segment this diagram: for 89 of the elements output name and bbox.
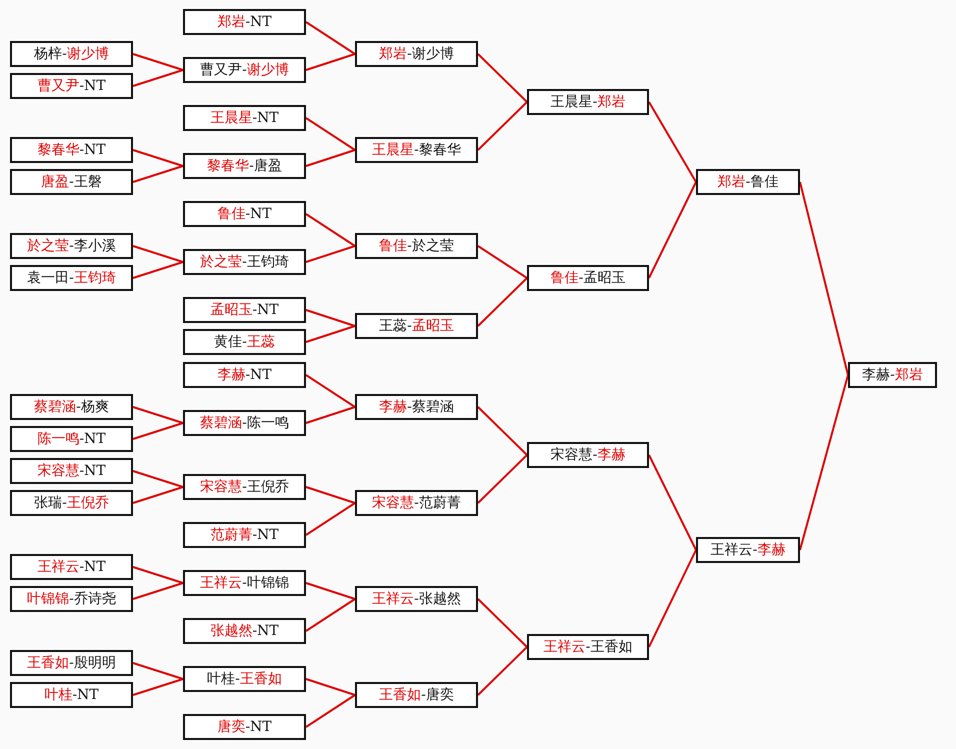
connector-line: [305, 694, 356, 728]
match-box: 王祥云-张越然: [355, 586, 478, 612]
connector-line: [477, 277, 528, 327]
connector-line: [132, 486, 184, 504]
match-box: 李赫-NT: [183, 362, 306, 388]
match-box: 孟昭玉-NT: [183, 297, 306, 323]
match-box: 郑岩-鲁佳: [696, 169, 800, 195]
match-box: 王祥云-NT: [10, 554, 133, 580]
connector-line: [477, 406, 528, 456]
connector-line: [305, 213, 356, 247]
match-box: 曹又尹-谢少博: [183, 57, 306, 83]
match-box: 王祥云-王香如: [527, 634, 649, 660]
match-box: 王祥云-叶锦锦: [183, 570, 306, 596]
match-box: 宋容慧-王倪乔: [183, 474, 306, 500]
match-box: 宋容慧-NT: [10, 458, 133, 484]
connector-line: [132, 69, 184, 87]
connector-line: [306, 149, 356, 167]
match-box: 王祥云-李赫: [696, 537, 800, 563]
connector-line: [305, 374, 356, 408]
match-box: 王香如-殷明明: [10, 650, 133, 676]
match-box: 叶桂-NT: [10, 682, 133, 708]
connector-line: [306, 325, 356, 343]
connector-line: [132, 406, 184, 424]
connector-line: [477, 245, 528, 279]
connector-line: [477, 646, 528, 696]
match-box: 鲁佳-NT: [183, 201, 306, 227]
connector-line: [648, 182, 697, 278]
match-box: 於之莹-王钧琦: [183, 249, 306, 275]
match-box: 杨梓-谢少博: [10, 41, 133, 67]
connector-line: [132, 678, 184, 696]
match-box: 张瑞-王倪乔: [10, 490, 133, 516]
connector-line: [305, 502, 356, 536]
connector-line: [305, 21, 356, 55]
match-box: 袁一田-王钧琦: [10, 265, 133, 291]
match-box: 鲁佳-孟昭玉: [527, 265, 649, 291]
match-box: 蔡碧涵-杨爽: [10, 394, 133, 420]
connector-line: [306, 245, 356, 263]
match-box: 唐奕-NT: [183, 714, 306, 740]
connector-line: [477, 598, 528, 648]
match-box: 宋容慧-范蔚菁: [355, 490, 478, 516]
connector-line: [799, 182, 849, 376]
connector-line: [306, 486, 356, 504]
connector-line: [477, 101, 528, 151]
match-box: 郑岩-NT: [183, 9, 306, 35]
connector-line: [306, 53, 356, 71]
match-box: 於之莹-李小溪: [10, 233, 133, 259]
connector-line: [132, 582, 184, 600]
match-box: 唐盈-王磐: [10, 169, 133, 195]
match-box: 宋容慧-李赫: [527, 442, 649, 468]
match-box: 王晨星-NT: [183, 105, 306, 131]
connector-line: [306, 678, 356, 696]
connector-line: [477, 454, 528, 504]
match-box: 黎春华-NT: [10, 137, 133, 163]
match-box: 张越然-NT: [183, 618, 306, 644]
connector-line: [799, 374, 849, 550]
match-box: 黎春华-唐盈: [183, 153, 306, 179]
match-box: 陈一鸣-NT: [10, 426, 133, 452]
match-box: 叶锦锦-乔诗尧: [10, 586, 133, 612]
connector-line: [477, 53, 528, 103]
match-box: 鲁佳-於之莹: [355, 233, 478, 259]
connector-line: [648, 550, 697, 648]
connector-line: [132, 422, 184, 440]
connector-line: [306, 582, 356, 600]
connector-line: [132, 566, 184, 584]
match-box: 王晨星-郑岩: [527, 89, 649, 115]
connector-line: [132, 662, 184, 680]
match-box: 蔡碧涵-陈一鸣: [183, 410, 306, 436]
match-box: 王晨星-黎春华: [355, 137, 478, 163]
match-box: 王蕊-孟昭玉: [355, 313, 478, 339]
connector-line: [132, 261, 184, 279]
connector-line: [648, 454, 697, 550]
connector-line: [132, 53, 184, 71]
match-box: 郑岩-谢少博: [355, 41, 478, 67]
match-box: 王香如-唐奕: [355, 682, 478, 708]
match-box: 黄佳-王蕊: [183, 329, 306, 355]
connector-line: [132, 149, 184, 167]
connector-line: [132, 165, 184, 183]
connector-line: [648, 102, 697, 182]
match-box: 叶桂-王香如: [183, 666, 306, 692]
connector-line: [306, 406, 356, 424]
connector-line: [305, 117, 356, 151]
connector-line: [132, 245, 184, 263]
match-box: 曹又尹-NT: [10, 73, 133, 99]
connector-line: [132, 470, 184, 488]
connector-line: [305, 598, 356, 632]
match-box: 李赫-郑岩: [848, 362, 937, 388]
match-box: 李赫-蔡碧涵: [355, 394, 478, 420]
connector-line: [306, 309, 356, 327]
match-box: 范蔚菁-NT: [183, 522, 306, 548]
